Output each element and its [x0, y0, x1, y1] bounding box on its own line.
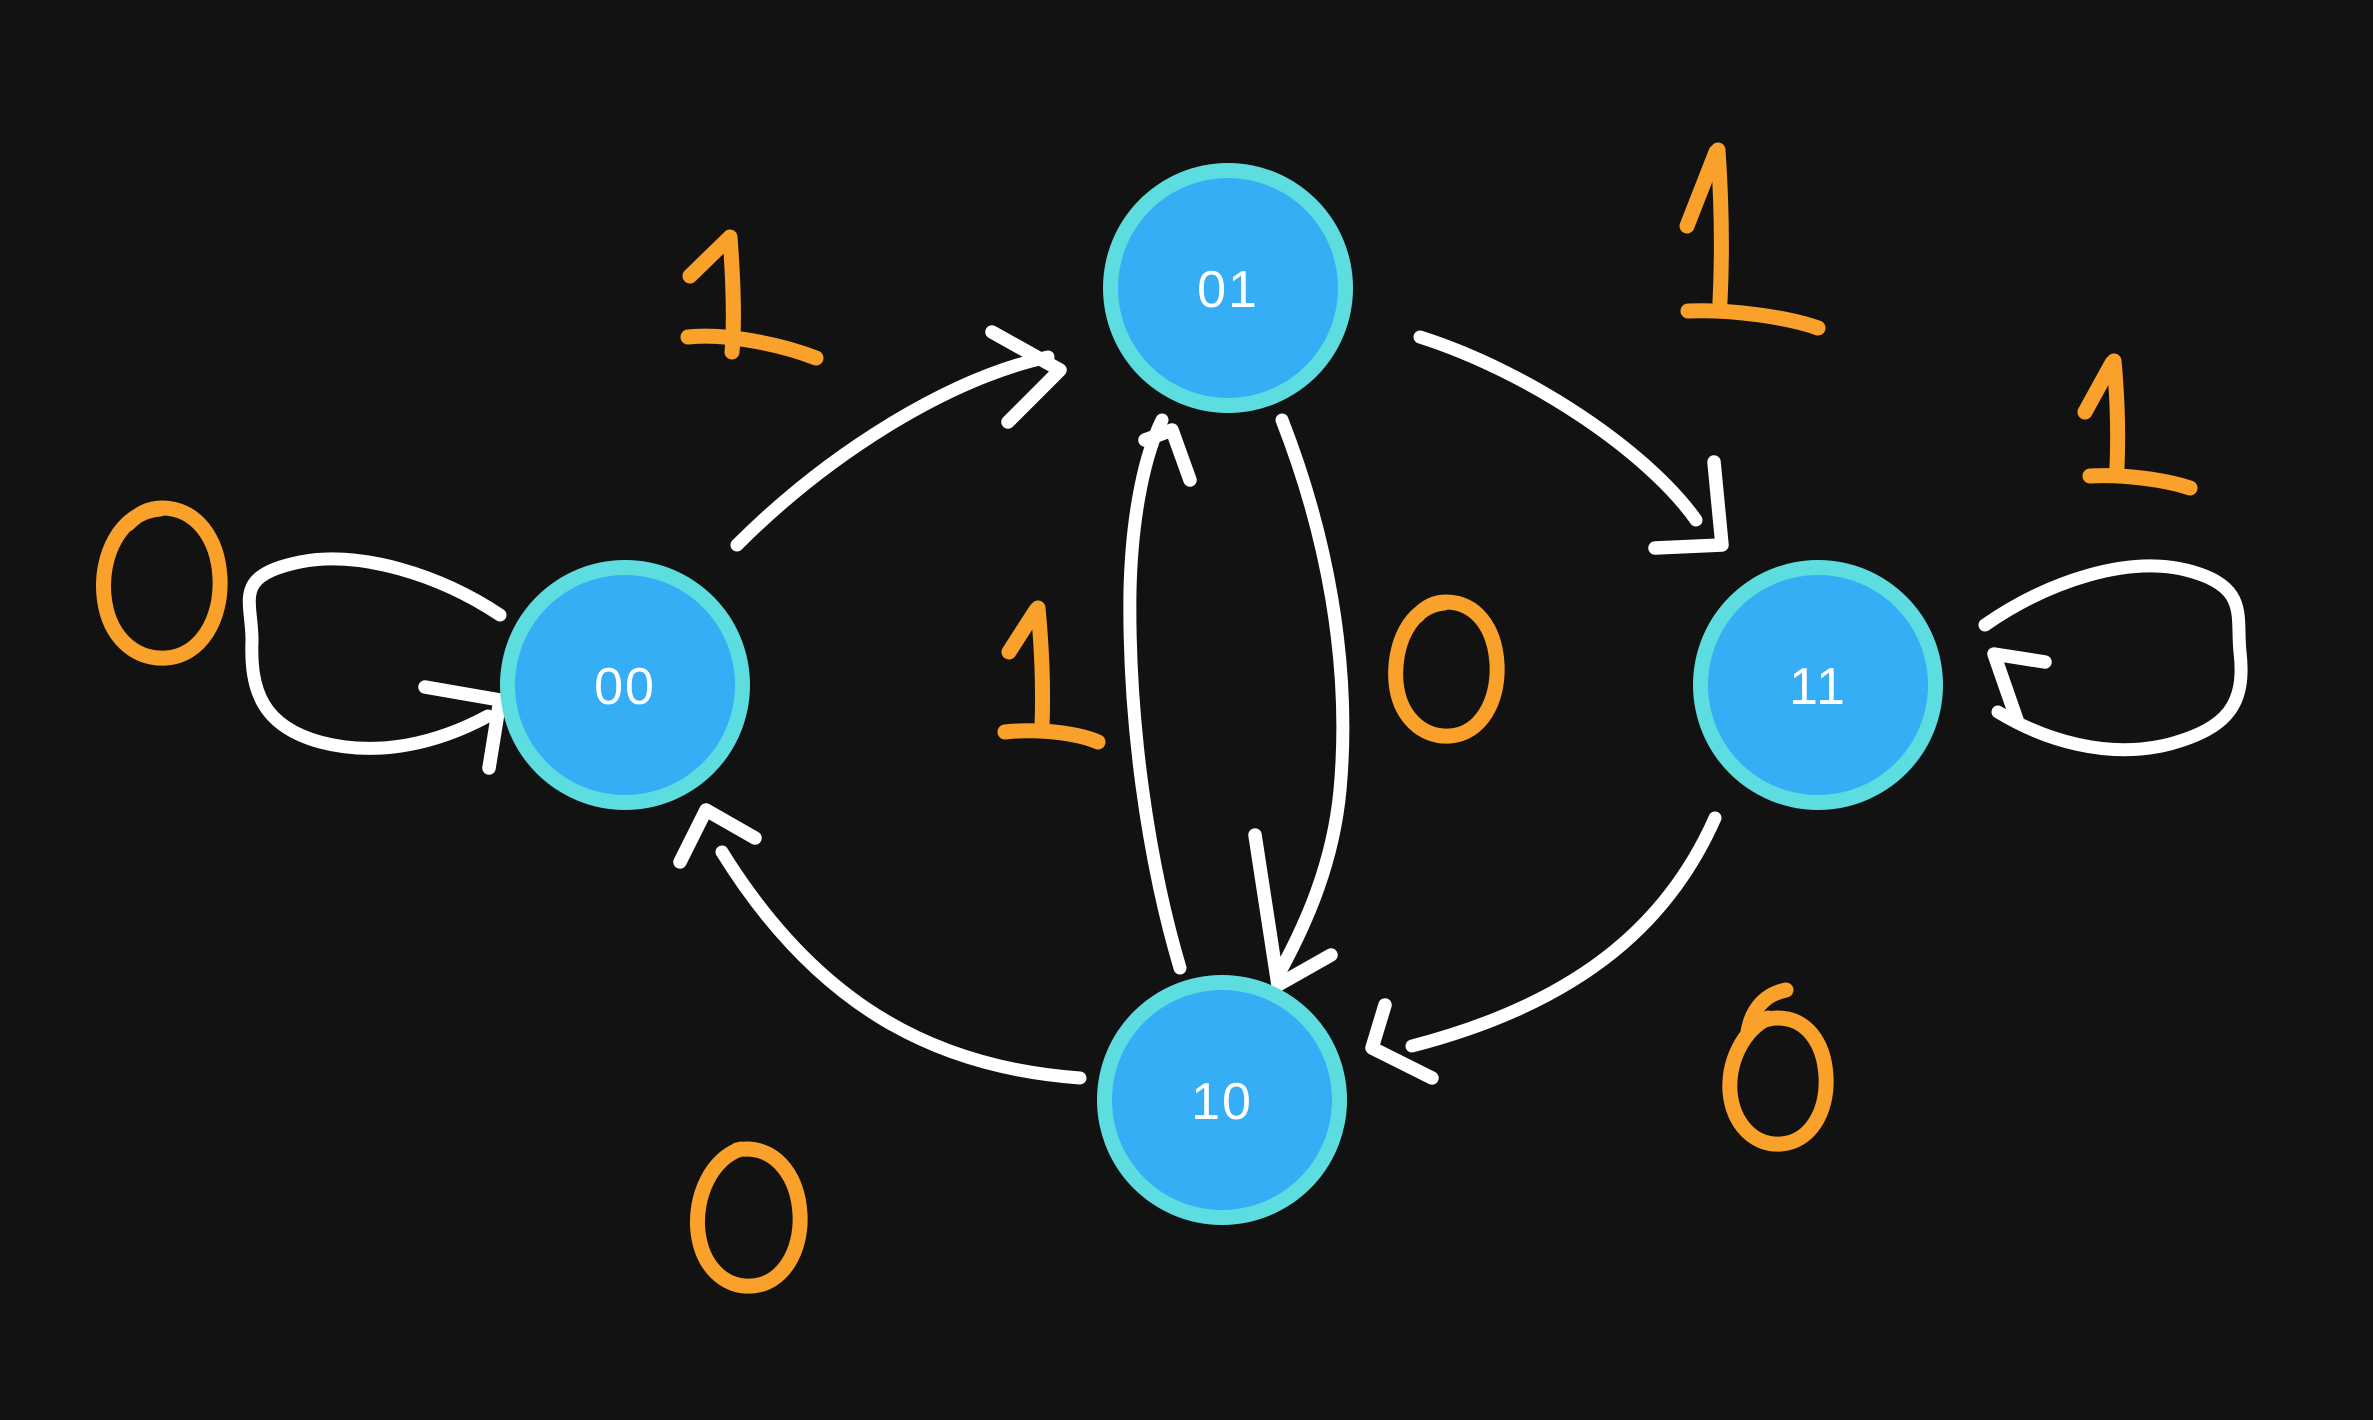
- edge-01-to-11[interactable]: [1413, 330, 1729, 555]
- node-10[interactable]: 10: [1097, 975, 1347, 1225]
- edge-11-to-11[interactable]: [1978, 559, 2248, 757]
- edge-00-to-00[interactable]: [242, 552, 507, 775]
- node-00-label: 00: [594, 658, 656, 716]
- node-11[interactable]: 11: [1693, 560, 1943, 810]
- edge-00-to-01[interactable]: [730, 325, 1067, 552]
- edge-01-to-10[interactable]: [1248, 413, 1350, 992]
- edge-label-11-self-1: [2077, 353, 2198, 496]
- edge-label-11-10-0: [1722, 982, 1834, 1152]
- edge-label-10-00-0: [689, 1141, 808, 1294]
- node-10-label: 10: [1191, 1073, 1253, 1131]
- node-11-fill: [1708, 575, 1928, 795]
- edge-11-to-10[interactable]: [1365, 811, 1722, 1085]
- edge-10-to-01[interactable]: [1123, 413, 1197, 975]
- node-11-label: 11: [1789, 658, 1847, 716]
- node-00[interactable]: 00: [500, 560, 750, 810]
- node-01-label: 01: [1197, 261, 1259, 319]
- edge-label-01-11-1: [1679, 142, 1826, 336]
- edge-10-to-00[interactable]: [673, 803, 1087, 1085]
- node-01[interactable]: 01: [1103, 163, 1353, 413]
- node-01-fill: [1118, 178, 1338, 398]
- edge-label-01-10-0: [1388, 594, 1505, 744]
- node-00-fill: [515, 575, 735, 795]
- edge-label-00-self-0: [96, 500, 228, 666]
- edge-label-00-01-1: [680, 229, 824, 366]
- edge-label-10-01-1: [997, 600, 1106, 750]
- node-10-fill: [1112, 990, 1332, 1210]
